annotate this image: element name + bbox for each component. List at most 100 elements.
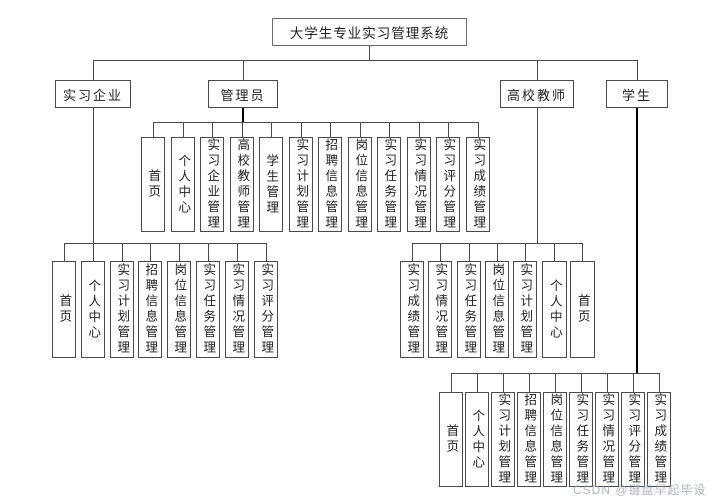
node-role-enterprise: 实习企业	[55, 80, 131, 108]
leaf-label: 岗位信息管理	[172, 263, 187, 356]
role-teacher-label: 高校教师	[506, 87, 567, 103]
connector-line	[389, 122, 390, 137]
leaf-label: 实习情况管理	[412, 138, 427, 231]
leaf-label: 首页	[444, 424, 459, 455]
leaf-label: 招聘信息管理	[143, 263, 158, 356]
connector-line	[237, 243, 238, 261]
connector-line	[153, 122, 479, 123]
connector-line	[93, 108, 94, 243]
root-node-label: 大学生专业实习管理系统	[289, 26, 450, 41]
node-leaf: 实习成绩管理	[466, 137, 490, 232]
leaf-label: 个人中心	[176, 153, 191, 216]
leaf-label: 个人中心	[86, 278, 101, 341]
connector-line	[93, 243, 94, 261]
leaf-label: 实习任务管理	[382, 138, 397, 231]
node-leaf: 招聘信息管理	[138, 261, 162, 358]
connector-line	[440, 243, 441, 261]
connector-line	[448, 122, 449, 137]
leaf-label: 实习计划管理	[294, 138, 309, 231]
connector-line	[369, 46, 370, 60]
leaf-label: 实习任务管理	[574, 393, 589, 486]
node-leaf: 个人中心	[171, 137, 195, 232]
connector-line	[537, 108, 538, 243]
node-leaf: 岗位信息管理	[485, 261, 509, 358]
csdn-watermark: CSDN @键盘早起毕设	[573, 483, 707, 497]
connector-line	[555, 373, 556, 392]
connector-line	[243, 60, 244, 80]
leaf-label: 招聘信息管理	[323, 138, 338, 231]
connector-line	[179, 243, 180, 261]
connector-line	[64, 243, 65, 261]
connector-line	[469, 243, 470, 261]
node-leaf: 首页	[52, 261, 76, 358]
leaf-label: 实习任务管理	[462, 263, 477, 356]
connector-line	[183, 122, 184, 137]
node-leaf: 岗位信息管理	[543, 392, 567, 487]
node-leaf: 实习成绩管理	[647, 392, 671, 487]
leaf-label: 实习情况管理	[230, 263, 245, 356]
leaf-label: 岗位信息管理	[548, 393, 563, 486]
connector-line	[478, 122, 479, 137]
connector-line	[301, 122, 302, 137]
node-leaf: 实习计划管理	[289, 137, 313, 232]
leaf-label: 实习成绩管理	[652, 393, 667, 486]
node-leaf: 实习成绩管理	[400, 261, 424, 358]
connector-line	[93, 60, 94, 80]
leaf-label: 个人中心	[470, 408, 485, 471]
node-leaf: 实习评分管理	[621, 392, 645, 487]
connector-line	[633, 373, 634, 392]
node-role-admin: 管理员	[208, 80, 278, 108]
node-leaf: 实习评分管理	[254, 261, 278, 358]
connector-line	[525, 243, 526, 261]
connector-line	[503, 373, 504, 392]
node-leaf: 个人中心	[465, 392, 489, 487]
leaf-label: 学生管理	[264, 153, 279, 216]
node-leaf: 岗位信息管理	[348, 137, 372, 232]
connector-line	[212, 122, 213, 137]
role-enterprise-label: 实习企业	[62, 87, 123, 103]
role-admin-label: 管理员	[220, 87, 266, 103]
node-leaf: 实习任务管理	[196, 261, 220, 358]
node-role-teacher: 高校教师	[500, 80, 574, 108]
leaf-label: 首页	[57, 294, 72, 325]
node-leaf: 高校教师管理	[230, 137, 254, 232]
node-leaf: 首页	[141, 137, 165, 232]
node-leaf: 学生管理	[259, 137, 283, 232]
connector-line	[537, 60, 538, 80]
connector-line	[64, 243, 267, 244]
leaf-label: 实习评分管理	[626, 393, 641, 486]
leaf-label: 岗位信息管理	[353, 138, 368, 231]
connector-line	[659, 373, 660, 392]
leaf-label: 招聘信息管理	[522, 393, 537, 486]
leaf-label: 首页	[575, 294, 590, 325]
connector-line	[208, 243, 209, 261]
node-leaf: 招聘信息管理	[517, 392, 541, 487]
connector-line	[330, 122, 331, 137]
connector-line	[582, 243, 583, 261]
node-leaf: 实习计划管理	[491, 392, 515, 487]
connector-line	[607, 373, 608, 392]
connector-line	[497, 243, 498, 261]
connector-line	[451, 373, 452, 392]
node-leaf: 实习情况管理	[407, 137, 431, 232]
leaf-label: 实习情况管理	[600, 393, 615, 486]
node-leaf: 首页	[439, 392, 463, 487]
leaf-label: 实习任务管理	[201, 263, 216, 356]
connector-line	[153, 122, 154, 137]
node-leaf: 个人中心	[542, 261, 567, 358]
connector-line	[554, 243, 555, 261]
leaf-label: 实习成绩管理	[405, 263, 420, 356]
connector-line	[93, 60, 638, 61]
leaf-label: 实习计划管理	[518, 263, 533, 356]
leaf-label: 实习计划管理	[115, 263, 130, 356]
node-leaf: 实习任务管理	[569, 392, 593, 487]
node-leaf: 实习情况管理	[428, 261, 452, 358]
node-leaf: 实习任务管理	[377, 137, 401, 232]
node-leaf: 实习计划管理	[513, 261, 537, 358]
node-leaf: 实习情况管理	[595, 392, 619, 487]
node-leaf: 实习企业管理	[200, 137, 224, 232]
node-leaf: 实习任务管理	[457, 261, 481, 358]
node-role-student: 学生	[606, 80, 668, 108]
connector-line	[581, 373, 582, 392]
